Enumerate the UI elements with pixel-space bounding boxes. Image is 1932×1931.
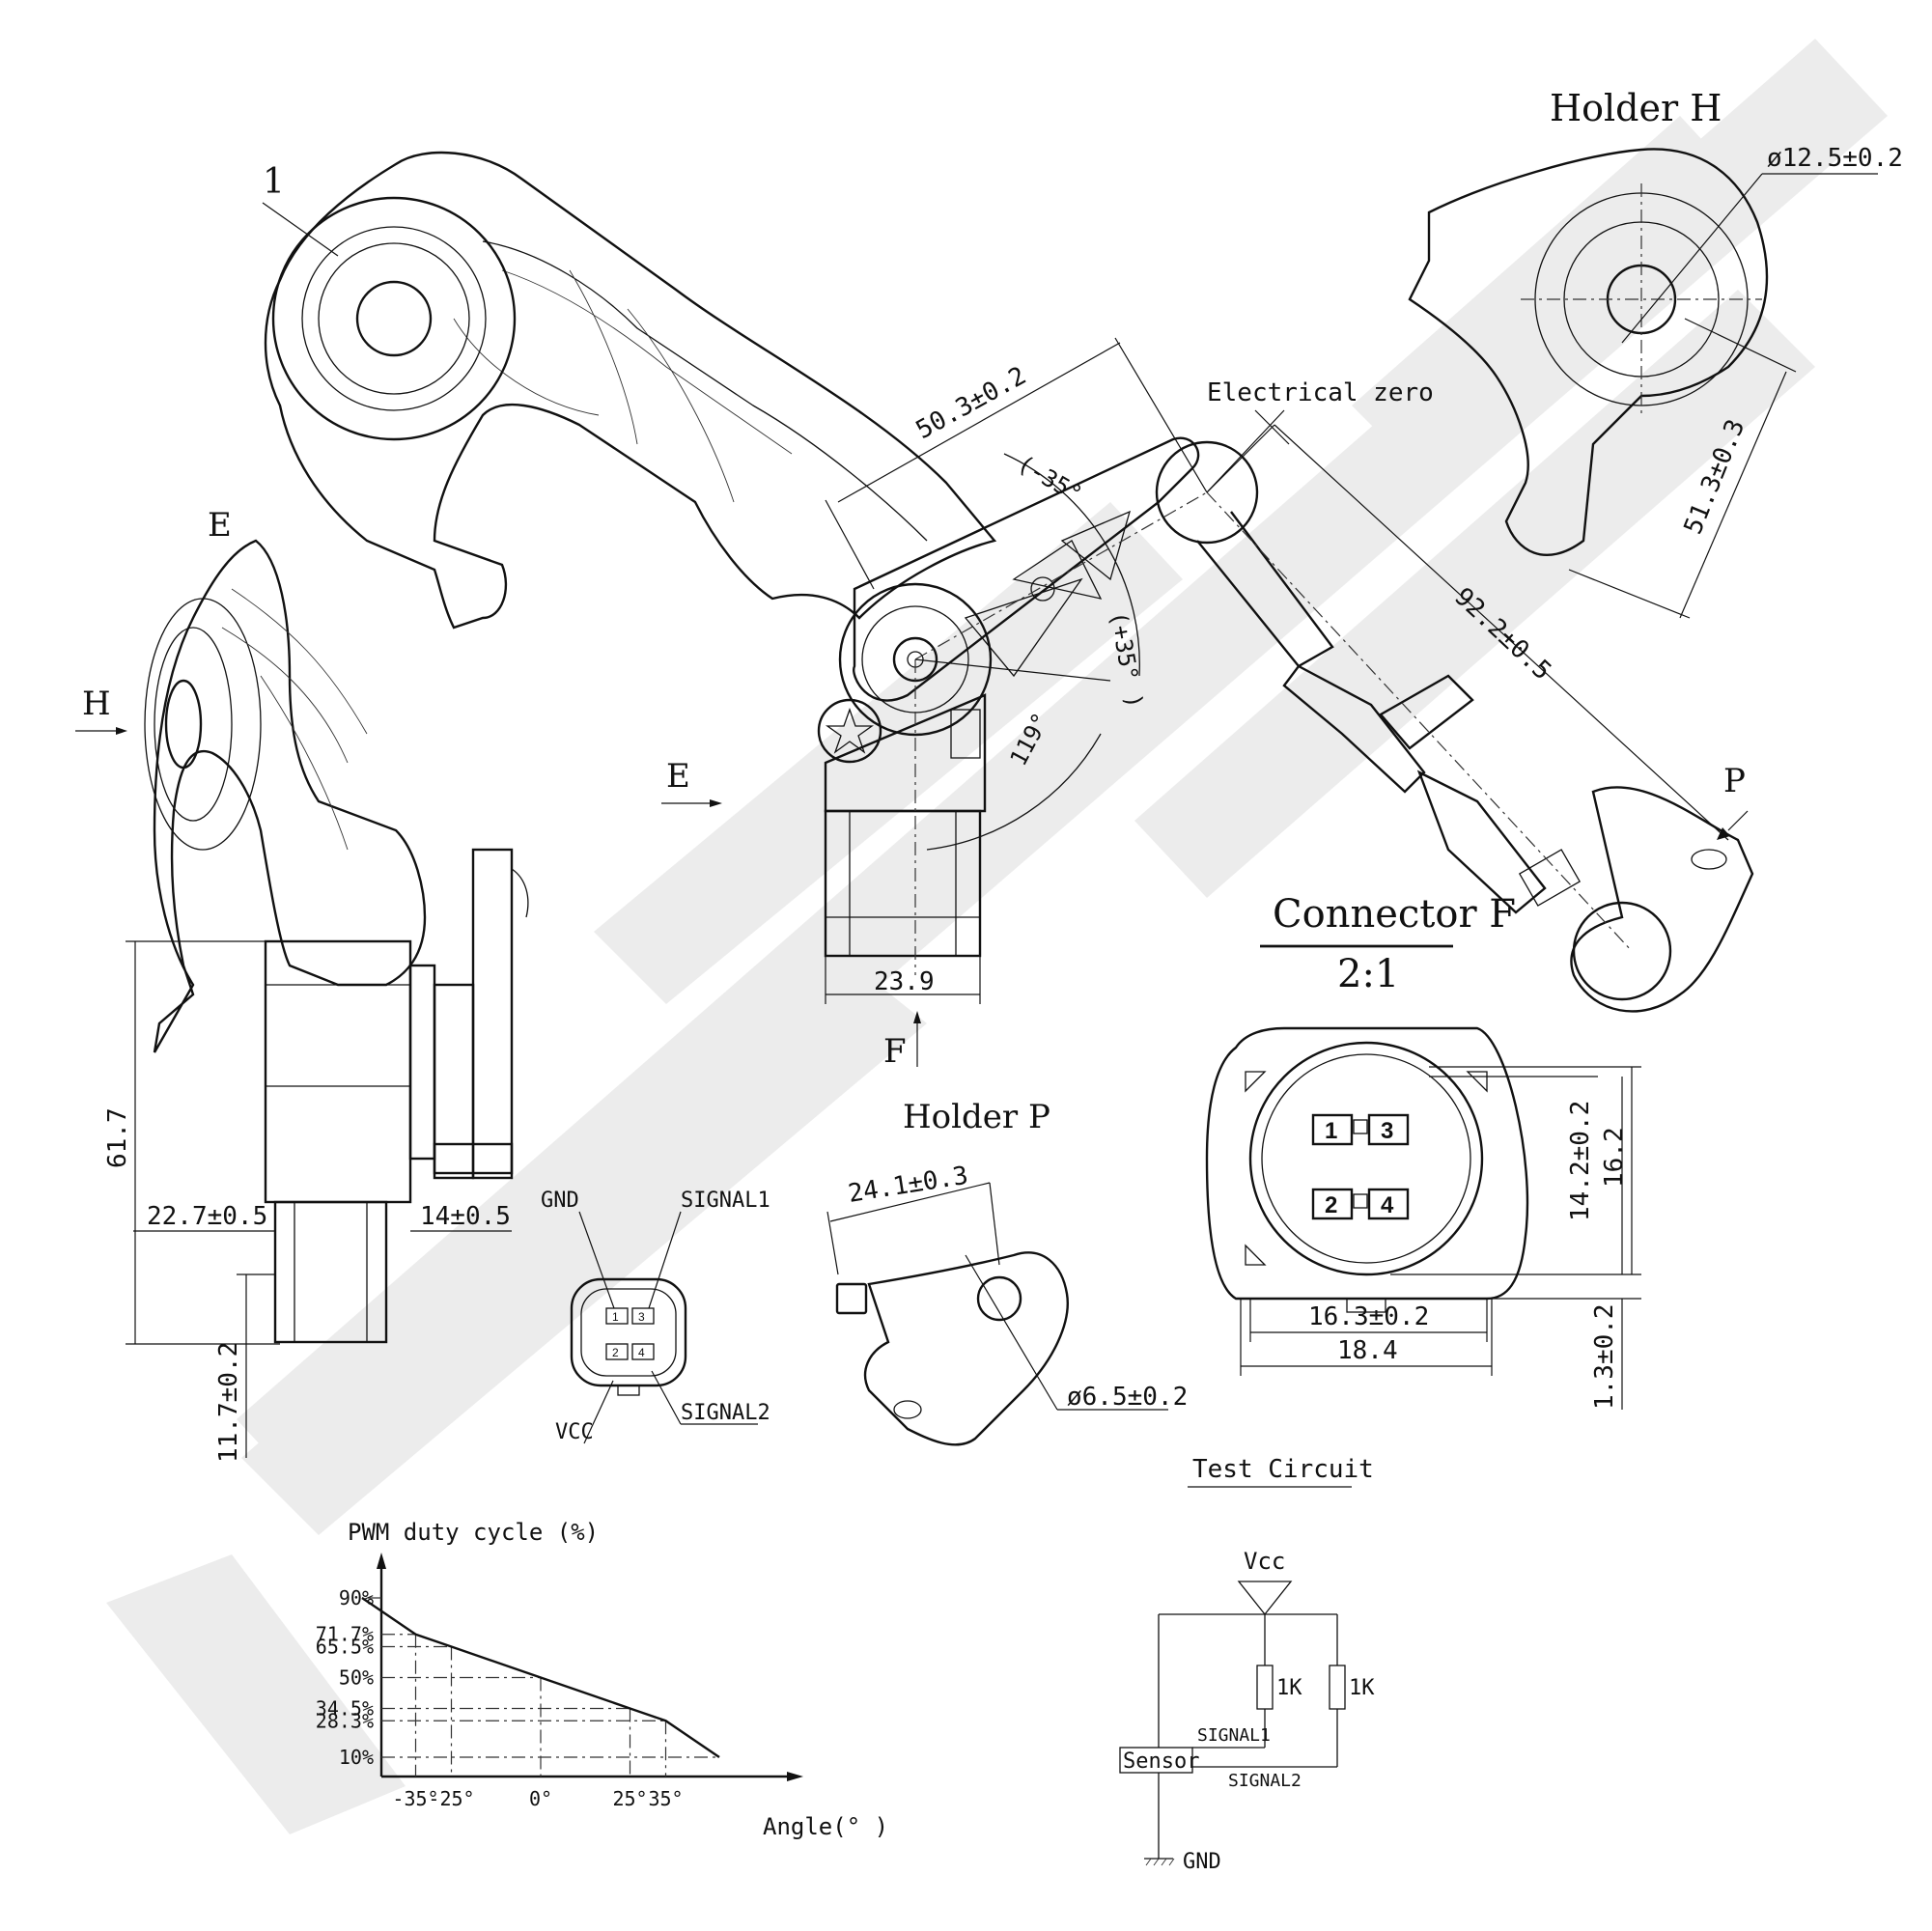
chart-y-tick-label: 50%	[339, 1666, 374, 1690]
pin-1-label: 1	[1325, 1118, 1337, 1144]
pinout-view	[570, 1211, 758, 1444]
holder-h-title: Holder H	[1550, 87, 1722, 129]
part-number-label: 1	[263, 162, 285, 202]
pin-3-label: 3	[1381, 1118, 1393, 1144]
chart-series-line	[361, 1597, 720, 1758]
circuit-sensor: Sensor	[1123, 1749, 1199, 1774]
chart-y-tick-label: 28.3%	[316, 1709, 374, 1732]
pinout-signal2: SIGNAL2	[681, 1401, 770, 1425]
small-pin-2: 2	[612, 1346, 619, 1359]
chart-y-tick-label: 90%	[339, 1586, 374, 1609]
view-f-label: F	[883, 1032, 907, 1071]
view-e-arrow-label: E	[666, 757, 690, 796]
dim-16-2: 16.2	[1600, 1127, 1629, 1188]
dim-dia-12-5: ø12.5±0.2	[1767, 144, 1903, 173]
dim-61-7: 61.7	[103, 1107, 132, 1168]
chart-y-tick-label: 34.5%	[316, 1696, 374, 1720]
dim-23-9: 23.9	[874, 967, 935, 996]
dim-14-2: 14.2±0.2	[1566, 1101, 1595, 1221]
pinout-signal1: SIGNAL1	[681, 1189, 770, 1213]
chart-x-label: Angle(° )	[763, 1813, 888, 1840]
chart-y-tick-label: 65.5%	[316, 1636, 374, 1659]
chart-x-tick-label: 0°	[529, 1787, 552, 1810]
chart-y-label: PWM duty cycle (%)	[348, 1519, 599, 1546]
circuit-signal1: SIGNAL1	[1197, 1725, 1271, 1746]
chart-x-tick-label: -25°	[428, 1787, 474, 1810]
dim-dia-6-5: ø6.5±0.2	[1067, 1383, 1188, 1412]
chart-x-arrow	[787, 1772, 803, 1781]
dim-14: 14±0.5	[420, 1202, 511, 1231]
dim-16-3: 16.3±0.2	[1308, 1302, 1429, 1331]
electrical-zero-label: Electrical zero	[1207, 378, 1434, 407]
chart-x-tick-label: -35°	[392, 1787, 438, 1810]
pwm-chart: 90% 71.7%65.5% 50% 34.5%28.3% 10% -35°-25° 0° 2…	[316, 1553, 803, 1810]
dim-neg-35: (-35°	[1013, 450, 1087, 508]
holder-p-view	[826, 1182, 1168, 1446]
test-circuit	[1119, 1486, 1352, 1866]
pinout-gnd: GND	[541, 1189, 579, 1213]
circuit-r1: 1K	[1276, 1676, 1302, 1700]
circuit-gnd: GND	[1183, 1850, 1221, 1874]
connector-scale: 2:1	[1337, 952, 1399, 996]
small-pin-1: 1	[612, 1310, 619, 1324]
dim-11-7: 11.7±0.2	[214, 1342, 243, 1463]
circuit-r2: 1K	[1349, 1676, 1375, 1700]
watermark	[106, 39, 1888, 1834]
small-pin-4: 4	[638, 1346, 645, 1359]
circuit-signal2: SIGNAL2	[1228, 1771, 1302, 1791]
chart-y-tick-label: 71.7%	[316, 1623, 374, 1646]
chart-x-tick-label: 35°	[648, 1787, 683, 1810]
chart-y-arrow	[377, 1553, 386, 1569]
small-pin-3: 3	[638, 1310, 645, 1324]
dim-18-4: 18.4	[1337, 1336, 1398, 1365]
view-e-label: E	[208, 506, 232, 545]
pin-2-label: 2	[1325, 1192, 1337, 1218]
dim-1-3: 1.3±0.2	[1590, 1303, 1619, 1410]
pinout-vcc: VCC	[555, 1420, 594, 1444]
pin-4-label: 4	[1381, 1192, 1394, 1218]
view-h-label: H	[82, 685, 111, 723]
chart-y-tick-label: 10%	[339, 1746, 374, 1769]
connector-f-title: Connector F	[1273, 892, 1516, 937]
side-view-e	[75, 539, 529, 1458]
circuit-vcc: Vcc	[1244, 1548, 1285, 1575]
holder-h-view	[1408, 148, 1878, 619]
main-sensor-view	[264, 151, 1754, 1067]
view-p-label: P	[1723, 762, 1746, 800]
holder-p-title: Holder P	[903, 1098, 1050, 1136]
test-circuit-title: Test Circuit	[1192, 1455, 1374, 1484]
dim-22-7: 22.7±0.5	[147, 1202, 267, 1231]
dim-24-1: 24.1±0.3	[846, 1161, 969, 1209]
chart-x-tick-label: 25°	[612, 1787, 647, 1810]
